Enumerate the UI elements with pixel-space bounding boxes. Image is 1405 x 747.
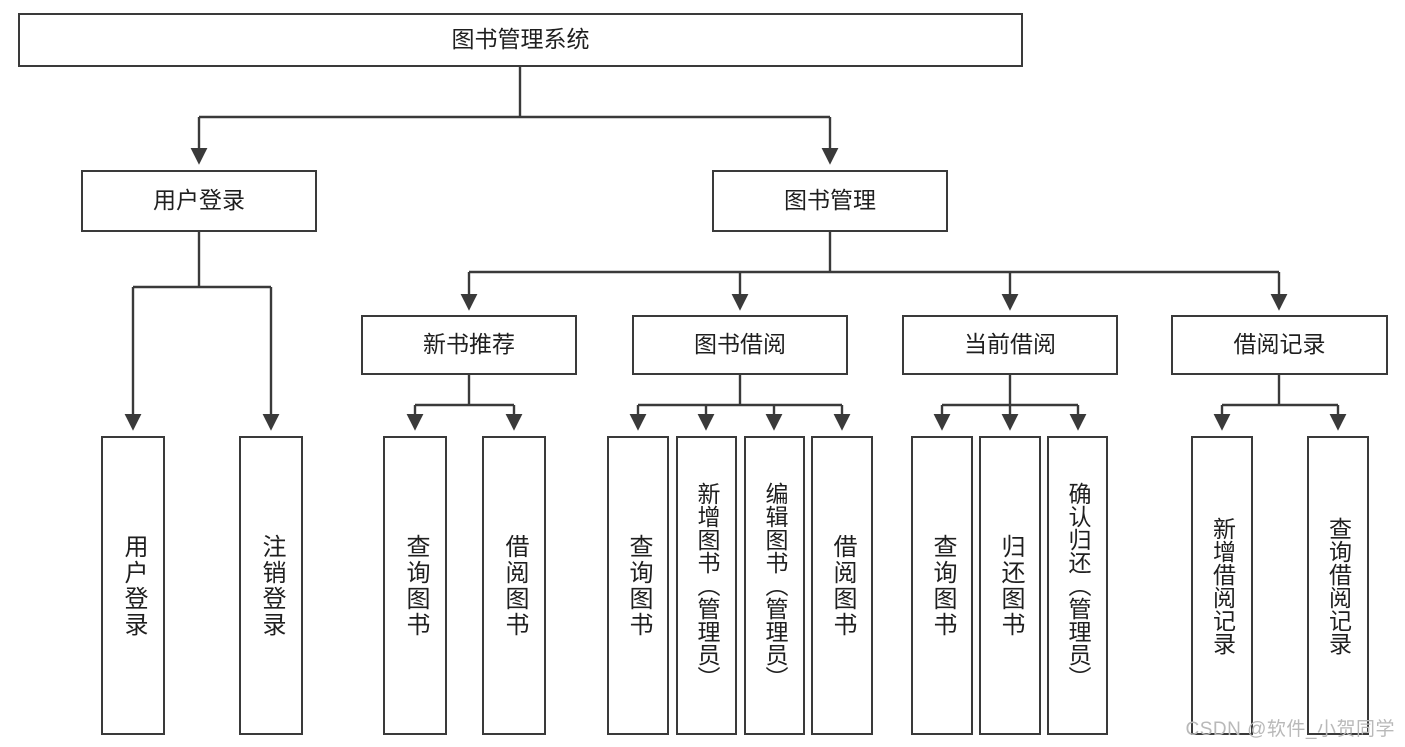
- node-leaf-query-book-1[interactable]: 查询图书: [383, 436, 447, 735]
- node-leaf-add-book-label: 新增图书（管理员）: [694, 482, 720, 689]
- node-leaf-return-book[interactable]: 归还图书: [979, 436, 1041, 735]
- node-leaf-borrow-book-1[interactable]: 借阅图书: [482, 436, 546, 735]
- node-leaf-confirm-return[interactable]: 确认归还（管理员）: [1047, 436, 1108, 735]
- node-book-manage-label: 图书管理: [784, 187, 876, 214]
- node-leaf-confirm-return-label: 确认归还（管理员）: [1065, 482, 1091, 689]
- node-leaf-borrow-book-2[interactable]: 借阅图书: [811, 436, 873, 735]
- node-leaf-add-record[interactable]: 新增借阅记录: [1191, 436, 1253, 735]
- node-book-borrow-label: 图书借阅: [694, 331, 786, 358]
- node-leaf-borrow-book-2-label: 借阅图书: [829, 533, 856, 638]
- node-user-login-label: 用户登录: [153, 187, 245, 214]
- node-leaf-logout-login[interactable]: 注销登录: [239, 436, 303, 735]
- node-current-borrow[interactable]: 当前借阅: [902, 315, 1118, 375]
- node-user-login[interactable]: 用户登录: [81, 170, 317, 232]
- node-leaf-logout-login-label: 注销登录: [258, 533, 285, 638]
- node-leaf-edit-book-label: 编辑图书（管理员）: [762, 482, 788, 689]
- node-borrow-record[interactable]: 借阅记录: [1171, 315, 1388, 375]
- node-book-manage[interactable]: 图书管理: [712, 170, 948, 232]
- node-new-book-recommend[interactable]: 新书推荐: [361, 315, 577, 375]
- node-leaf-query-record[interactable]: 查询借阅记录: [1307, 436, 1369, 735]
- node-book-borrow[interactable]: 图书借阅: [632, 315, 848, 375]
- node-leaf-query-book-3-label: 查询图书: [929, 533, 956, 638]
- node-leaf-query-book-2-label: 查询图书: [625, 533, 652, 638]
- node-leaf-query-record-label: 查询借阅记录: [1325, 516, 1352, 655]
- node-leaf-return-book-label: 归还图书: [997, 533, 1024, 638]
- node-leaf-borrow-book-1-label: 借阅图书: [501, 533, 528, 638]
- node-new-book-recommend-label: 新书推荐: [423, 331, 515, 358]
- node-root-system-label: 图书管理系统: [451, 26, 590, 53]
- node-leaf-query-book-3[interactable]: 查询图书: [911, 436, 973, 735]
- node-leaf-edit-book[interactable]: 编辑图书（管理员）: [744, 436, 805, 735]
- node-root-system[interactable]: 图书管理系统: [18, 13, 1023, 67]
- node-leaf-query-book-1-label: 查询图书: [402, 533, 429, 638]
- node-leaf-query-book-2[interactable]: 查询图书: [607, 436, 669, 735]
- node-current-borrow-label: 当前借阅: [964, 331, 1056, 358]
- node-leaf-add-book[interactable]: 新增图书（管理员）: [676, 436, 737, 735]
- node-leaf-user-login[interactable]: 用户登录: [101, 436, 165, 735]
- node-leaf-add-record-label: 新增借阅记录: [1209, 516, 1236, 655]
- node-borrow-record-label: 借阅记录: [1233, 331, 1326, 358]
- node-leaf-user-login-label: 用户登录: [120, 533, 147, 638]
